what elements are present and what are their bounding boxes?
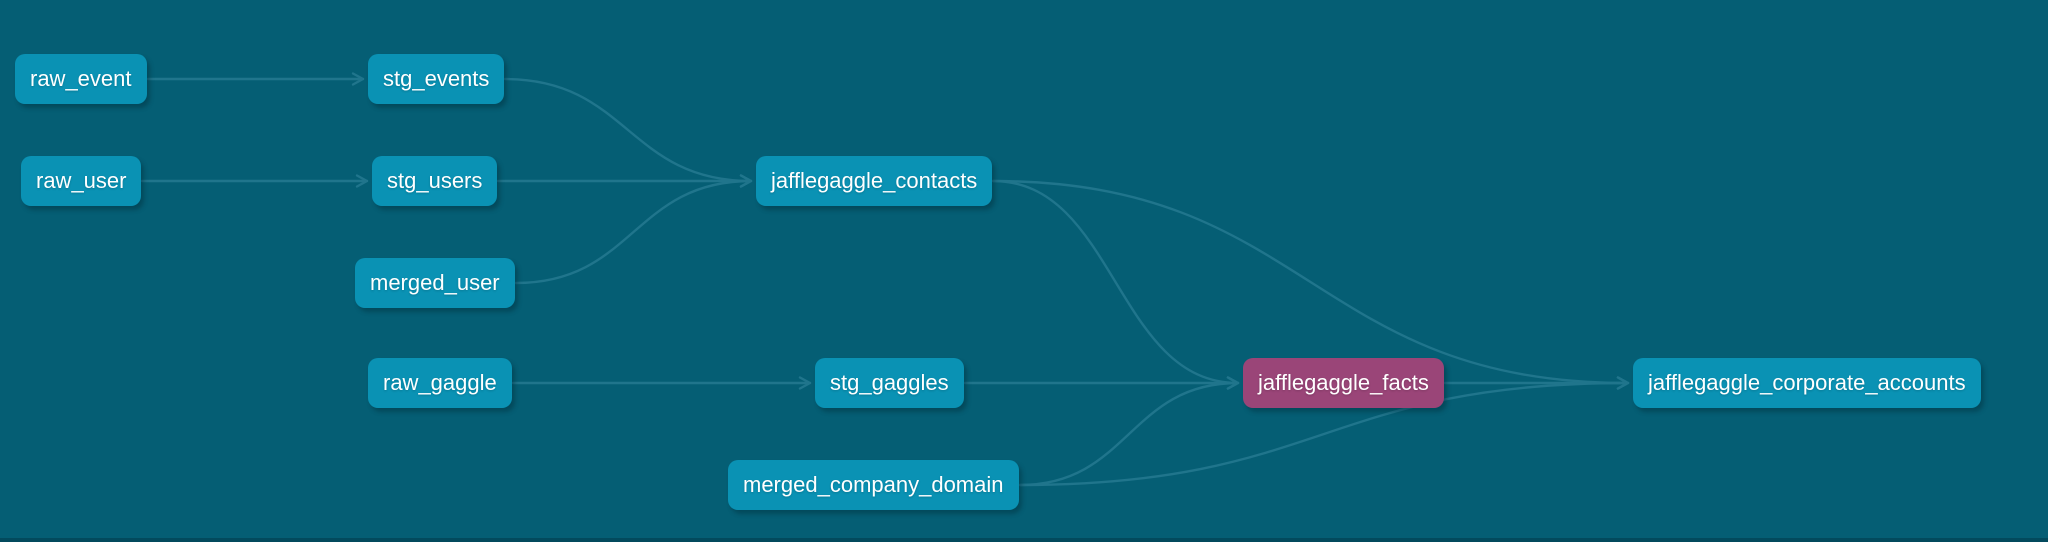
edge-jafflegaggle_contacts-to-jafflegaggle_facts [991, 179, 1240, 390]
node-jafflegaggle_facts[interactable]: jafflegaggle_facts [1243, 358, 1444, 408]
edge-merged_company_domain-to-jafflegaggle_corporate_accounts [1018, 376, 1630, 487]
edge-merged_user-to-jafflegaggle_contacts [514, 174, 753, 285]
node-raw_event[interactable]: raw_event [15, 54, 147, 104]
node-raw_gaggle[interactable]: raw_gaggle [368, 358, 512, 408]
node-stg_gaggles[interactable]: stg_gaggles [815, 358, 964, 408]
canvas-bottom-edge [0, 538, 2048, 542]
node-merged_user[interactable]: merged_user [355, 258, 515, 308]
node-stg_users[interactable]: stg_users [372, 156, 498, 206]
node-stg_events[interactable]: stg_events [368, 54, 505, 104]
node-raw_user[interactable]: raw_user [21, 156, 142, 206]
edge-jafflegaggle_contacts-to-jafflegaggle_corporate_accounts [991, 179, 1630, 390]
edge-merged_company_domain-to-jafflegaggle_facts [1018, 376, 1240, 487]
node-jafflegaggle_corporate_accounts[interactable]: jafflegaggle_corporate_accounts [1633, 358, 1981, 408]
node-merged_company_domain[interactable]: merged_company_domain [728, 460, 1019, 510]
node-jafflegaggle_contacts[interactable]: jafflegaggle_contacts [756, 156, 993, 206]
edge-stg_events-to-jafflegaggle_contacts [503, 77, 753, 188]
